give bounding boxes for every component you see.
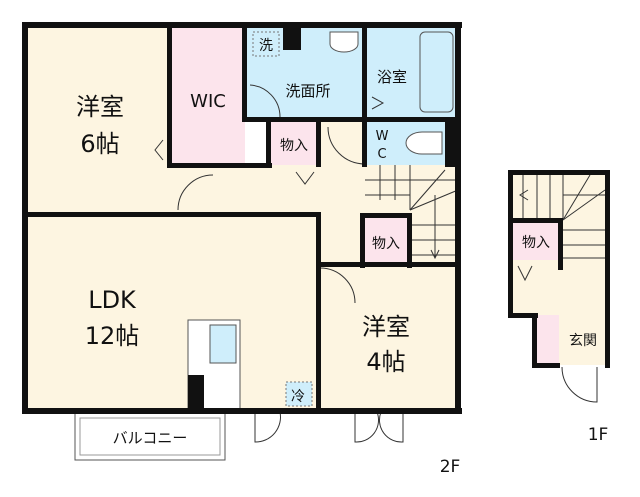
room-label-western-6: 洋室 (76, 93, 124, 121)
room-storage-a (270, 122, 318, 167)
washer-space (252, 31, 280, 57)
stairs-lines-1f (517, 174, 606, 403)
room-size-ldk: 12帖 (85, 322, 140, 350)
room-size-western-6: 6帖 (80, 130, 119, 158)
room-label-storage-a: 物入 (280, 138, 308, 154)
balcony-label: バルコニー (113, 429, 188, 447)
washer-label: 洗 (259, 38, 273, 54)
room-1f-shoe-storage (536, 315, 559, 365)
room-label-entrance: 玄関 (569, 332, 597, 349)
room-label-western-4: 洋室 (362, 313, 410, 341)
kitchen-sink-icon (209, 324, 237, 364)
sink-icon (329, 31, 359, 53)
walls-2f (22, 22, 462, 414)
room-label-wc-top: W (376, 129, 389, 144)
ldk-corridor (318, 215, 363, 265)
room-size-western-4: 4帖 (366, 348, 405, 376)
room-1f-entrance (559, 315, 608, 365)
room-storage-b (363, 215, 410, 265)
floor-label-2f: 2F (440, 457, 461, 477)
hallway (170, 165, 365, 215)
room-1f-storage (513, 222, 558, 260)
room-label-storage-b: 物入 (372, 236, 400, 252)
toilet-icon (405, 131, 443, 155)
room-western-6 (25, 25, 170, 215)
hallway-upper (318, 117, 365, 167)
room-ldk (25, 215, 318, 410)
room-label-washroom: 洗面所 (285, 82, 330, 100)
stairs-lines-2f (365, 165, 459, 260)
room-western-4 (318, 265, 458, 410)
balcony-inner (79, 417, 221, 456)
door-swings (154, 84, 404, 443)
balcony (74, 412, 226, 461)
room-label-ldk: LDK (88, 286, 137, 314)
room-label-wc-bottom: C (377, 147, 386, 162)
walls-1f (508, 170, 610, 368)
room-label-1f-storage: 物入 (522, 235, 550, 251)
room-label-bath: 浴室 (377, 68, 407, 86)
floor-label-1f: 1F (588, 425, 609, 445)
fridge-space (285, 381, 313, 407)
fridge-label: 冷 (291, 389, 305, 405)
room-wic (170, 25, 245, 165)
kitchen-column (188, 375, 204, 410)
room-label-wic: WIC (190, 91, 226, 112)
bathtub-icon (419, 31, 454, 113)
